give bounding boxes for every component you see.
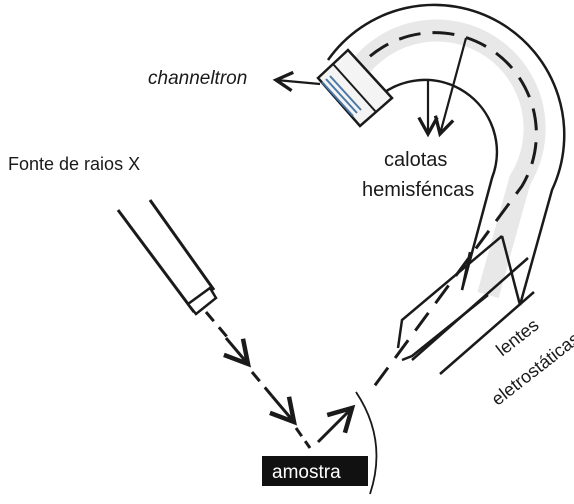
hemispheres-label-line1: calotas bbox=[384, 149, 447, 171]
hemisphere-arrow-2 bbox=[433, 37, 468, 138]
inner-hemisphere bbox=[374, 78, 499, 291]
sample-block bbox=[262, 456, 368, 486]
analyzer-gap bbox=[349, 19, 546, 298]
lenses-label: lentes eletrostáticas bbox=[488, 315, 574, 410]
sample-label: amostra bbox=[272, 462, 341, 483]
lens-baseline bbox=[411, 257, 529, 361]
detector-stripes bbox=[321, 75, 362, 117]
beam-arrow-1 bbox=[223, 337, 251, 368]
lens-baseline-2 bbox=[439, 291, 535, 375]
xray-source bbox=[116, 199, 218, 316]
sample-arc bbox=[355, 391, 378, 495]
channeltron-detector bbox=[316, 48, 394, 128]
electron-trajectory bbox=[346, 31, 538, 393]
hemispheres-label-line2: hemisféncas bbox=[362, 179, 474, 201]
photoelectron-arrow bbox=[316, 404, 356, 444]
electrostatic-lens-column bbox=[396, 235, 535, 375]
beam-arrow-2 bbox=[269, 395, 297, 426]
channeltron-arrow bbox=[272, 70, 321, 92]
outer-hemisphere bbox=[326, 3, 566, 306]
xray-tube-end bbox=[186, 286, 218, 316]
channeltron-label: channeltron bbox=[148, 68, 247, 89]
xray-source-label: Fonte de raios X bbox=[8, 154, 140, 174]
xray-beam bbox=[204, 311, 312, 449]
detector-divider bbox=[332, 63, 377, 113]
xray-tube bbox=[116, 199, 216, 313]
hemispherical-analyzer bbox=[326, 3, 566, 393]
